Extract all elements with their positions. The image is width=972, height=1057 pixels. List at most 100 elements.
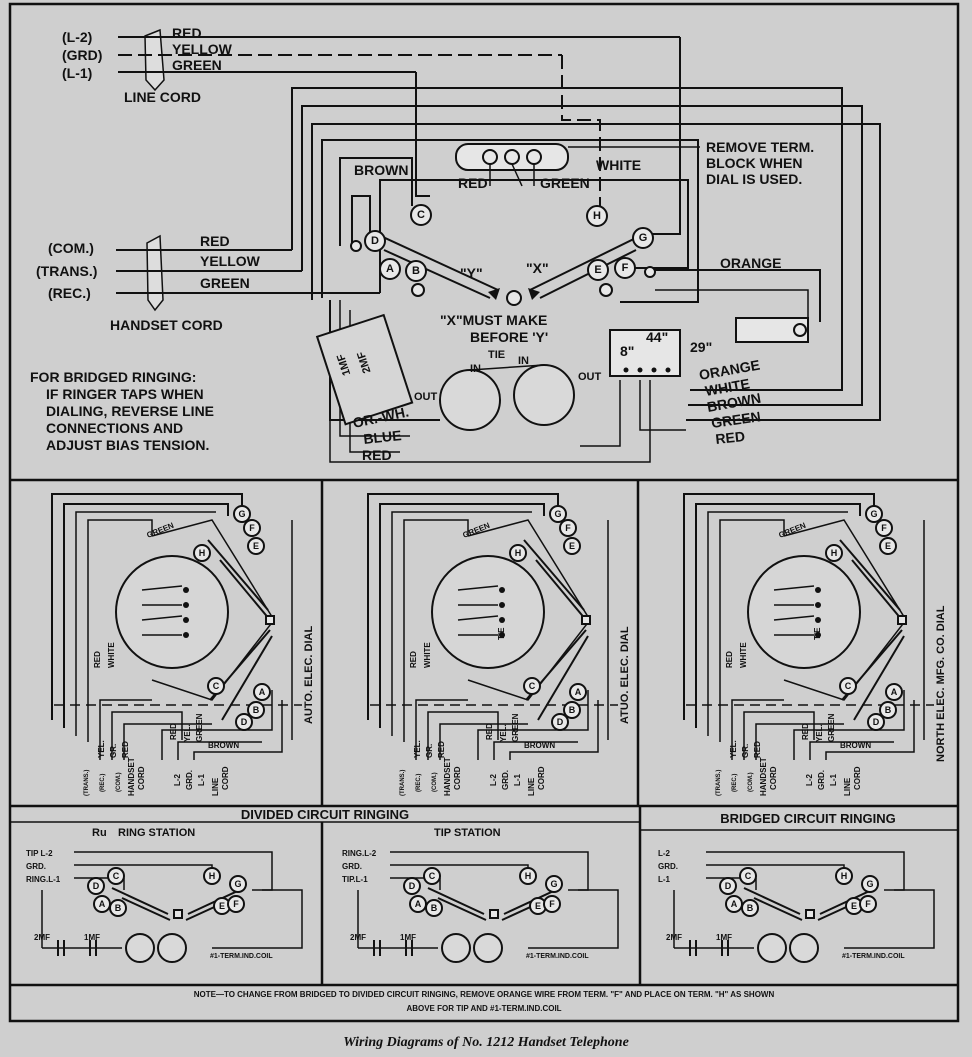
wire-label-brown: BROWN	[840, 741, 871, 750]
svg-text:A: A	[99, 899, 106, 909]
ringer-in-left: IN	[470, 363, 481, 375]
ringer-coil	[157, 933, 187, 963]
figure-caption: Wiring Diagrams of No. 1212 Handset Tele…	[343, 1035, 629, 1050]
svg-text:C: C	[417, 209, 425, 221]
svg-text:H: H	[525, 871, 532, 881]
terminal-b: B	[563, 701, 581, 719]
spring-plunger	[173, 909, 183, 919]
svg-text:B: B	[747, 903, 754, 913]
spring-label-y: "Y"	[460, 265, 483, 281]
line-lead-l1: L-1	[829, 773, 838, 786]
terminal-a: A	[409, 895, 427, 913]
line-lead-l2: L-2	[173, 773, 182, 786]
spring-plunger	[265, 615, 275, 625]
terminal-g: G	[861, 875, 879, 893]
wire-label-orange: ORANGE	[720, 255, 781, 271]
terminal-g: G	[233, 505, 251, 523]
coil-tap-29: 29"	[690, 339, 712, 355]
line-cord-label: LINE	[211, 777, 220, 796]
ringing-lead-label: GRD.	[26, 862, 46, 871]
svg-text:A: A	[386, 263, 394, 275]
wire-label-green: GREEN	[195, 713, 204, 742]
terminal-f: F	[559, 519, 577, 537]
svg-text:G: G	[639, 232, 648, 244]
wire-label-green: GREEN	[461, 521, 491, 540]
svg-text:H: H	[199, 548, 206, 558]
dial-spring	[537, 635, 589, 721]
dial-spring	[523, 539, 585, 611]
terminal-c: C	[207, 677, 225, 695]
terminal-g: G	[865, 505, 883, 523]
svg-text:C: C	[213, 681, 220, 691]
line-cord-label: LINE CORD	[124, 89, 201, 105]
svg-text:B: B	[253, 705, 260, 715]
spring-plunger	[489, 909, 499, 919]
terminal-e: E	[247, 537, 265, 555]
terminal-c: C	[423, 867, 441, 885]
spring-label-x: "X"	[526, 260, 549, 276]
svg-text:A: A	[575, 687, 582, 697]
svg-text:E: E	[594, 264, 601, 276]
wire-label-white: WHITE	[596, 157, 641, 173]
wire-label-red: RED	[93, 651, 102, 668]
ringing-lead-label: GRD.	[658, 862, 678, 871]
ringer-in-right: IN	[518, 355, 529, 367]
wire-label-brown: BROWN	[524, 741, 555, 750]
ringing-lead-label: RING.L-1	[26, 875, 61, 884]
ringer-coil-right	[513, 364, 575, 426]
coil-label: #1-TERM.IND.COIL	[526, 953, 589, 960]
wire-label-red: RED	[409, 651, 418, 668]
line-cord-label: CORD	[853, 766, 862, 790]
wire-label-green: GREEN	[827, 713, 836, 742]
remove-note-line: DIAL IS USED.	[706, 171, 802, 187]
svg-text:G: G	[866, 879, 873, 889]
main-wiring	[291, 37, 881, 463]
capacitor-2mf-label: 2MF	[350, 933, 366, 942]
terminal-screw	[526, 149, 542, 165]
wire-label-brown: BROWN	[354, 162, 408, 178]
ringing-spring	[121, 897, 171, 921]
handset-cord-sleeve	[146, 234, 164, 312]
handset-cord-label: HANDSET	[759, 757, 768, 796]
terminal-d: D	[719, 877, 737, 895]
right-lead-label: RED	[715, 428, 746, 447]
svg-text:F: F	[549, 899, 555, 909]
capacitor-2mf-label: 2MF	[34, 933, 50, 942]
terminal-g: G	[549, 505, 567, 523]
line-lead-grd: GRD.	[501, 770, 510, 790]
svg-text:B: B	[569, 705, 576, 715]
panel-title-prefix: Ru	[92, 827, 107, 839]
terminal-g: G	[632, 227, 654, 249]
wire-label-white: WHITE	[739, 642, 748, 668]
wire-label-red: RED	[121, 741, 130, 758]
svg-text:H: H	[209, 871, 216, 881]
left-lead-label: RED	[362, 447, 392, 463]
hookswitch-plunger	[506, 290, 522, 306]
dial-circle	[431, 555, 545, 669]
svg-text:C: C	[745, 871, 752, 881]
remove-note-line: BLOCK WHEN	[706, 155, 802, 171]
capacitor-1mf-label: 1MF	[84, 933, 100, 942]
ringing-lead-label: TIP.L-1	[342, 875, 368, 884]
handset-lead-code: (REC.)	[48, 285, 91, 301]
wire-label-gr: GR.	[425, 744, 434, 758]
terminal-a: A	[93, 895, 111, 913]
handset-lead-trans: (TRANS.)	[716, 770, 722, 796]
dial-title: NORTH ELEC. MFG. CO. DIAL	[935, 605, 947, 762]
line-cord-label: LINE	[843, 777, 852, 796]
terminal-f: F	[227, 895, 245, 913]
handset-lead-rec: (REC.)	[416, 774, 422, 792]
handset-cord-label: HANDSET	[127, 757, 136, 796]
coil-label: #1-TERM.IND.COIL	[210, 953, 273, 960]
wire-label-yel: YEL.	[815, 724, 824, 742]
note-line: ABOVE FOR TIP AND #1-TERM.IND.COIL	[406, 1004, 561, 1013]
terminal-d: D	[867, 713, 885, 731]
ringer-out-left: OUT	[414, 391, 438, 403]
terminal-c: C	[523, 677, 541, 695]
terminal-c: C	[839, 677, 857, 695]
svg-text:A: A	[891, 687, 898, 697]
svg-text:A: A	[259, 687, 266, 697]
